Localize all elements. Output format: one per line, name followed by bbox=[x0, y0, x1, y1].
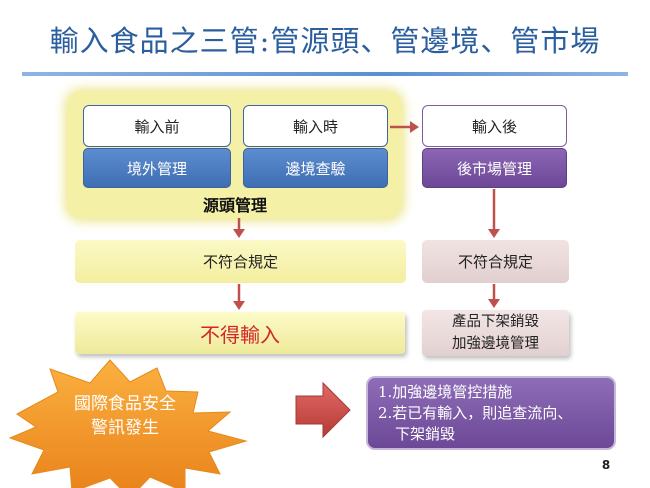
reject-import-box: 不得輸入 bbox=[75, 312, 405, 354]
alert-line-2: 警訊發生 bbox=[91, 418, 159, 438]
action-item-1: 1.加強邊境管控措施 bbox=[378, 383, 513, 401]
arrow-postmarket-to-noncompliant bbox=[488, 189, 500, 238]
stage-before-import: 輸入前 bbox=[83, 105, 231, 147]
border-inspection-box: 邊境查驗 bbox=[243, 148, 388, 188]
title-underline bbox=[22, 72, 628, 76]
stage-during-import: 輸入時 bbox=[243, 105, 388, 147]
source-management-label: 源頭管理 bbox=[202, 196, 267, 215]
action-item-2: 2.若已有輸入，則追查流向、 bbox=[378, 404, 573, 422]
noncompliant-bar-right: 不符合規定 bbox=[422, 240, 569, 283]
action-item-2-continued: 下架銷毀 bbox=[395, 425, 456, 443]
page-number: 8 bbox=[601, 458, 611, 472]
alert-to-actions-arrow bbox=[295, 381, 351, 439]
response-actions-box: 1.加強邊境管控措施 2.若已有輸入，則追查流向、 下架銷毀 bbox=[366, 376, 616, 450]
noncompliant-bar-left: 不符合規定 bbox=[75, 240, 406, 283]
market-result-line-1: 產品下架銷毀 bbox=[452, 314, 539, 330]
arrow-source-to-noncompliant bbox=[233, 218, 245, 238]
alert-line-1: 國際食品安全 bbox=[74, 394, 176, 414]
post-market-management-box: 後市場管理 bbox=[422, 148, 567, 188]
alert-burst-label: 國際食品安全 警訊發生 bbox=[50, 392, 200, 440]
slide-title: 輸入食品之三管:管源頭、管邊境、管市場 bbox=[49, 24, 601, 58]
alert-burst-shape bbox=[8, 359, 248, 488]
overseas-management-box: 境外管理 bbox=[83, 148, 231, 188]
stage-after-import: 輸入後 bbox=[422, 105, 567, 147]
market-result-box: 產品下架銷毀 加強邊境管理 bbox=[422, 310, 569, 356]
arrow-noncompliant-to-reject bbox=[233, 284, 245, 310]
arrow-noncompliant-to-result bbox=[488, 284, 500, 308]
arrow-during-to-after bbox=[390, 121, 419, 133]
market-result-line-2: 加強邊境管理 bbox=[452, 336, 539, 352]
